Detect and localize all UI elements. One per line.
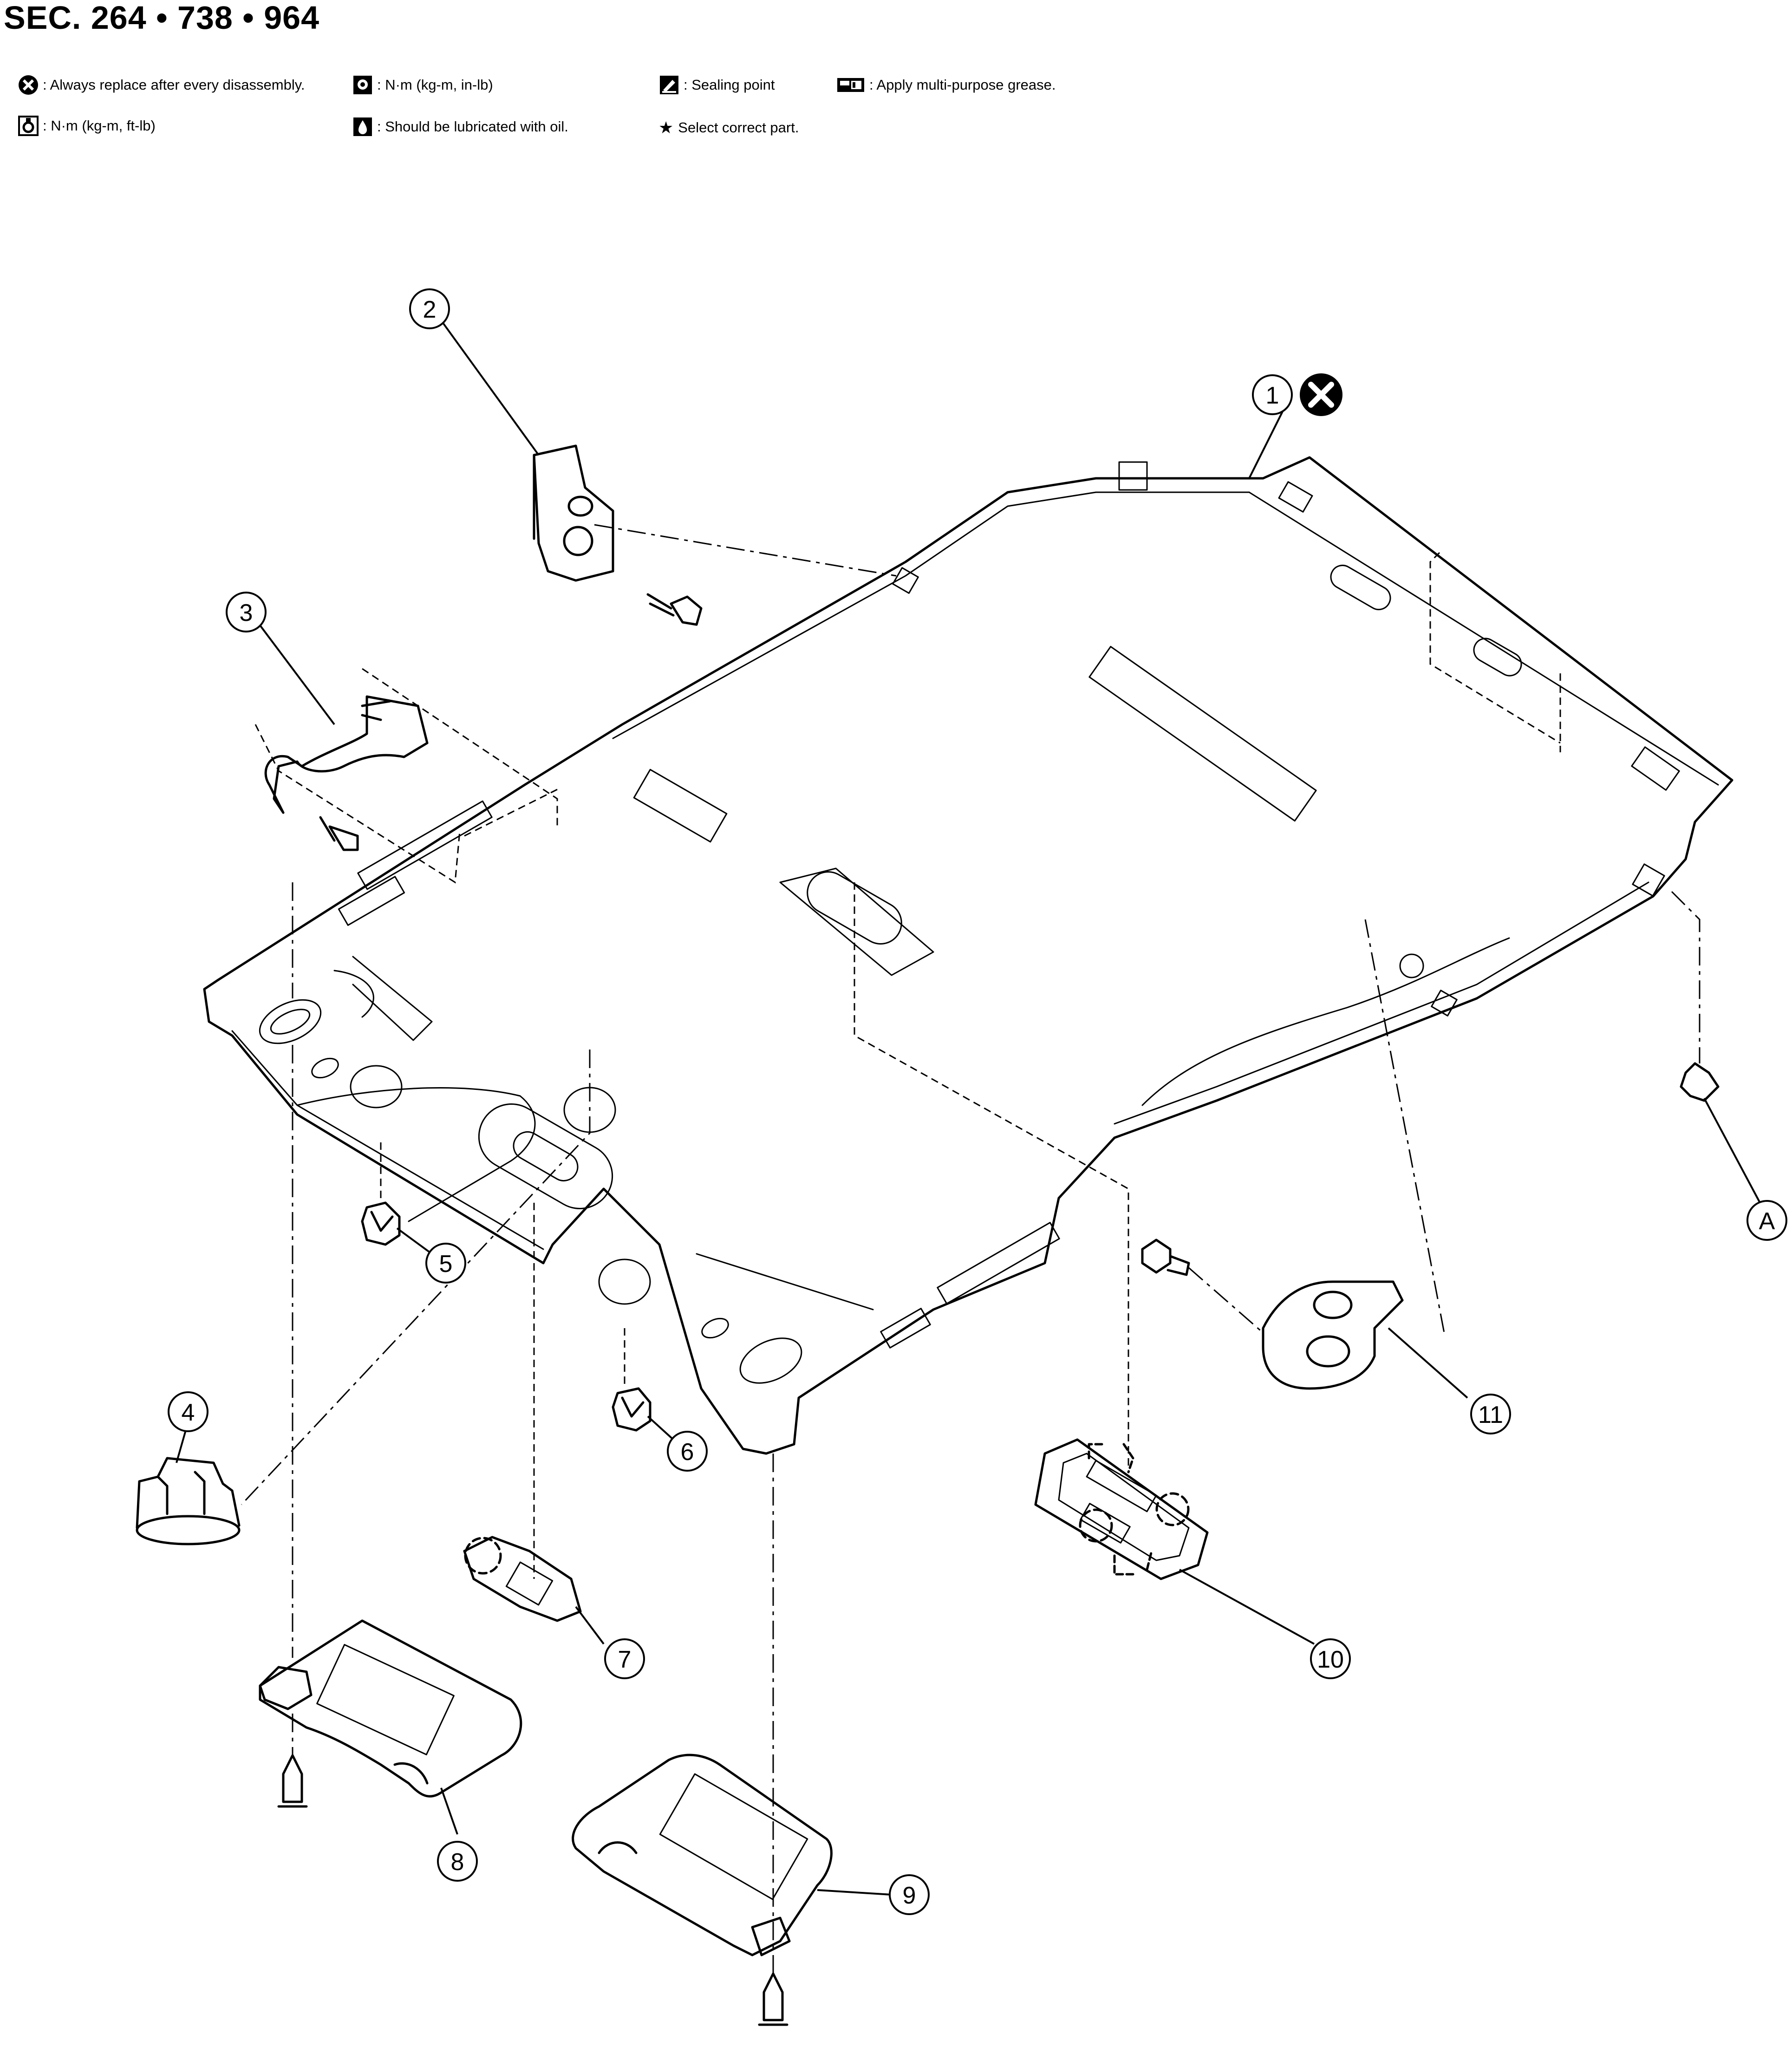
svg-text:10: 10: [1317, 1646, 1344, 1673]
svg-text:3: 3: [240, 600, 253, 626]
replace-x-icon: [19, 75, 38, 95]
callouts: 1 2 3 4 5 6 7 8 9 10 11 A: [168, 288, 1787, 1915]
legend-select-part-text: Select correct part.: [678, 119, 799, 136]
svg-text:9: 9: [903, 1882, 916, 1909]
callout-a: A: [1746, 1200, 1787, 1241]
map-lamp: [1034, 1438, 1209, 1580]
callout-5: 5: [425, 1243, 466, 1284]
callout-3: 3: [226, 592, 267, 632]
clip-5: [361, 1201, 401, 1246]
leader-lines: [176, 319, 1761, 1896]
callout-2: 2: [409, 288, 450, 329]
svg-text:7: 7: [618, 1646, 632, 1673]
svg-text:5: 5: [439, 1251, 453, 1278]
clip-a: [1680, 1062, 1720, 1102]
grease-gun-icon: [837, 78, 864, 92]
legend-select-part: ★ Select correct part.: [658, 118, 799, 137]
section-title: SEC. 264 • 738 • 964: [4, 0, 320, 36]
legend-torque-ft-lb: : N·m (kg-m, ft-lb): [18, 115, 156, 137]
sun-visor-rh: [572, 1754, 833, 2026]
assembly-lines: [241, 524, 1701, 1974]
sun-visor-holder: [463, 1536, 582, 1622]
legend-lubricate-oil-text: : Should be lubricated with oil.: [377, 118, 568, 135]
svg-text:1: 1: [1266, 382, 1279, 409]
legend-torque-ft-lb-text: : N·m (kg-m, ft-lb): [43, 117, 156, 134]
svg-text:8: 8: [451, 1849, 464, 1876]
sealant-tube-icon: [660, 76, 678, 94]
assist-grip-bracket: [533, 444, 703, 626]
rear-assist-grip: [264, 695, 429, 851]
callout-4: 4: [168, 1391, 209, 1432]
legend-sealing: : Sealing point: [658, 74, 775, 96]
svg-text:11: 11: [1478, 1402, 1503, 1428]
svg-text:6: 6: [681, 1439, 694, 1466]
callout-10: 10: [1310, 1638, 1351, 1679]
legend-replace-text: : Always replace after every disassembly…: [43, 77, 305, 93]
torque-wrench-icon: [18, 116, 39, 136]
legend-torque-in-lb-text: : N·m (kg-m, in-lb): [377, 77, 493, 93]
svg-text:4: 4: [182, 1399, 195, 1426]
svg-text:2: 2: [423, 296, 437, 323]
star-icon: ★: [658, 118, 674, 137]
sun-visor-lh: [259, 1619, 522, 1808]
callout-8: 8: [437, 1841, 478, 1882]
torque-wrench-filled-icon: [353, 76, 372, 94]
callout-11: 11: [1470, 1394, 1511, 1434]
legend-torque-in-lb: : N·m (kg-m, in-lb): [352, 74, 493, 96]
legend-lubricate-oil: : Should be lubricated with oil.: [352, 116, 568, 137]
callout-6: 6: [667, 1431, 708, 1472]
svg-text:A: A: [1759, 1208, 1775, 1235]
headlining-panel: [203, 456, 1733, 1455]
legend-sealing-text: : Sealing point: [684, 77, 775, 93]
clip-6: [612, 1387, 652, 1432]
room-lamp-base: [136, 1457, 241, 1545]
callout-7: 7: [604, 1638, 645, 1679]
callout-1: 1: [1252, 374, 1293, 415]
legend-replace: : Always replace after every disassembly…: [18, 74, 305, 96]
replace-x-icon: [1300, 373, 1342, 416]
legend-grease: : Apply multi-purpose grease.: [836, 74, 1056, 96]
assist-grip-bracket-rh: [1141, 1239, 1404, 1390]
oil-can-icon: [353, 117, 372, 136]
callout-9: 9: [889, 1874, 930, 1915]
legend-grease-text: : Apply multi-purpose grease.: [869, 77, 1056, 93]
